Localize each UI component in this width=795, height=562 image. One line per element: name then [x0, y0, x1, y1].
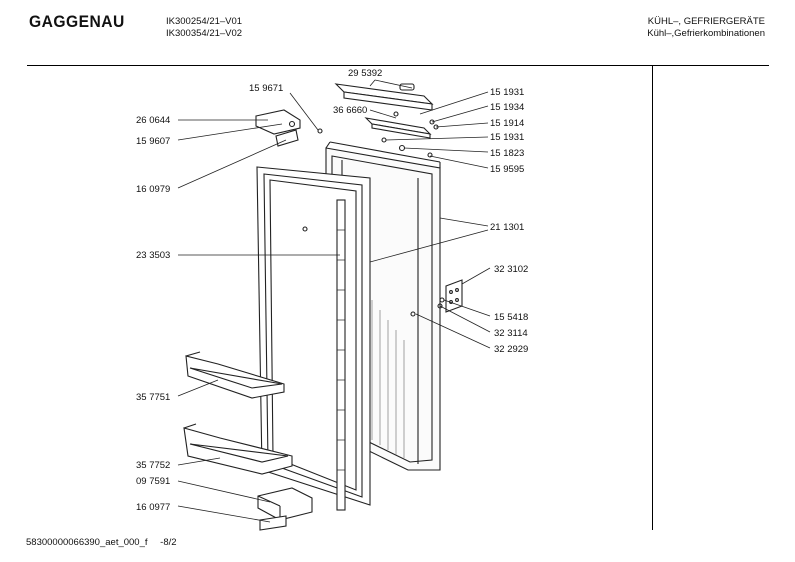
label-26-0644: 26 0644: [136, 115, 170, 126]
category-line-2: Kühl–,Gefrierkombinationen: [647, 28, 765, 39]
label-32-2929: 32 2929: [494, 344, 528, 355]
screws: [302, 111, 445, 317]
model-number-2: IK300354/21–V02: [166, 28, 243, 39]
label-15-9607: 15 9607: [136, 136, 170, 147]
document-id: 58300000066390_aet_000_f: [26, 537, 148, 548]
label-15-5418: 15 5418: [494, 312, 528, 323]
label-16-0979: 16 0979: [136, 184, 170, 195]
lower-door-shelf: [183, 423, 293, 475]
vertical-rail: [336, 199, 346, 511]
label-35-7752: 35 7752: [136, 460, 170, 471]
label-29-5392: 29 5392: [348, 68, 382, 79]
label-15-1934: 15 1934: [490, 102, 524, 113]
top-bracket: [364, 117, 432, 139]
upper-door-shelf: [185, 351, 285, 399]
model-number-1: IK300254/21–V01: [166, 16, 243, 27]
brand-logo: GAGGENAU: [29, 12, 125, 31]
leader-lines: [177, 79, 491, 523]
lower-cover: [259, 515, 287, 531]
label-15-1931-bottom: 15 1931: [490, 132, 524, 143]
label-32-3102: 32 3102: [494, 264, 528, 275]
label-15-9595: 15 9595: [490, 164, 524, 175]
label-15-9671: 15 9671: [249, 83, 283, 94]
label-36-6660: 36 6660: [333, 105, 367, 116]
vertical-divider: [652, 65, 653, 530]
label-15-1931-top: 15 1931: [490, 87, 524, 98]
header-divider: [27, 65, 769, 66]
label-16-0977: 16 0977: [136, 502, 170, 513]
footer: 58300000066390_aet_000_f -8/2: [26, 537, 187, 548]
label-15-1823: 15 1823: [490, 148, 524, 159]
label-21-1301: 21 1301: [490, 222, 524, 233]
label-32-3114: 32 3114: [494, 328, 528, 339]
lower-hinge: [257, 487, 313, 521]
label-35-7751: 35 7751: [136, 392, 170, 403]
upper-hinge: [255, 109, 301, 135]
label-15-1914: 15 1914: [490, 118, 524, 129]
category-line-1: KÜHL–, GEFRIERGERÄTE: [647, 16, 765, 27]
label-23-3503: 23 3503: [136, 250, 170, 261]
label-09-7591: 09 7591: [136, 476, 170, 487]
hinge-plate: [445, 279, 463, 313]
page-number: -8/2: [160, 537, 177, 548]
